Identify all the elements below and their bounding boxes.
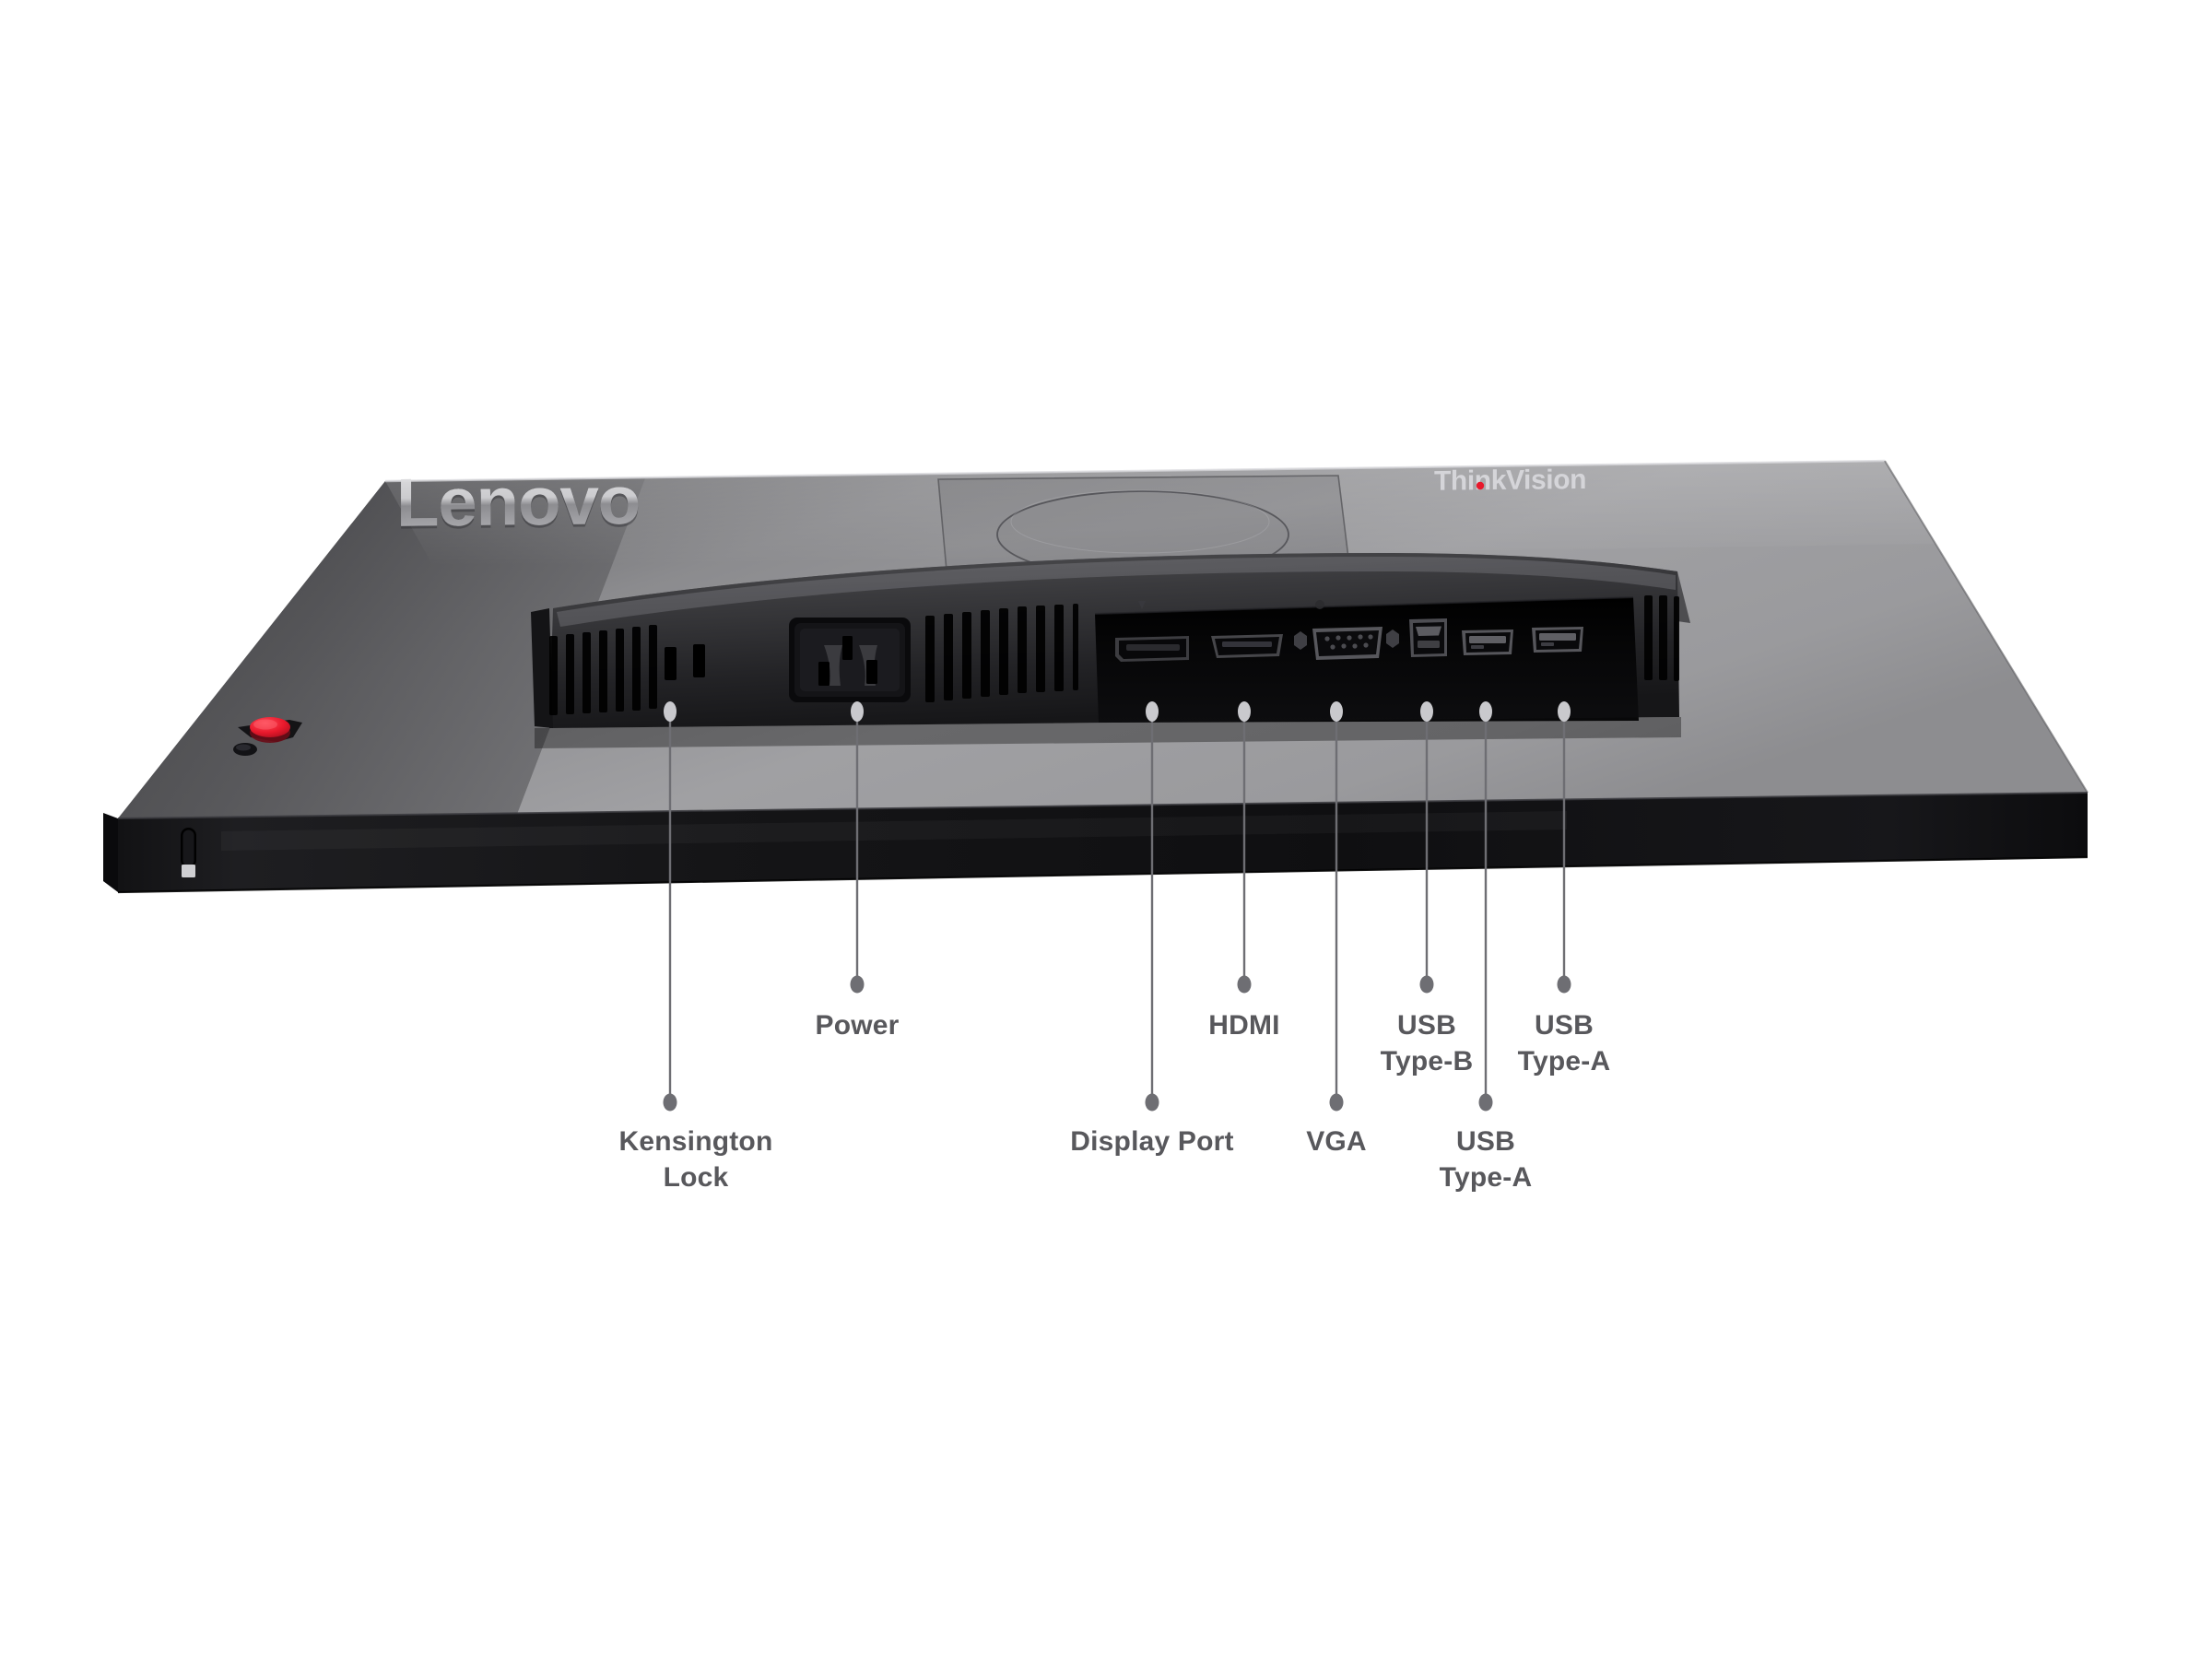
- leader-anchor-kensington-lock: [664, 701, 677, 722]
- leader-dot-usb-type-a-upper: [1557, 975, 1571, 994]
- callout-label-usb-type-a-lower: USB Type-A: [1439, 1126, 1533, 1193]
- leader-anchor-display-port: [1146, 701, 1159, 722]
- leader-anchor-usb-type-a-lower: [1479, 701, 1492, 722]
- callout-label-vga: VGA: [1306, 1126, 1367, 1157]
- thinkvision-logo: ThinkVision: [1434, 465, 1586, 497]
- leader-dot-vga: [1329, 1093, 1344, 1112]
- leader-dot-kensington-lock: [663, 1093, 677, 1112]
- rear-access-holes: [665, 644, 705, 680]
- usb-type-b-connector: [1409, 618, 1447, 657]
- monitor-front-bezel-edge: [117, 792, 2088, 894]
- kensington-lock-slot-icon: [181, 828, 196, 877]
- leader-dot-usb-type-a-lower: [1478, 1093, 1493, 1112]
- callout-label-usb-type-b: USB Type-B: [1380, 1010, 1474, 1077]
- svg-text:ThinkVision: ThinkVision: [1434, 465, 1586, 497]
- vga-connector: [1294, 627, 1399, 660]
- svg-text:Lenovo: Lenovo: [396, 465, 640, 543]
- power-inlet-connector: [789, 618, 911, 702]
- vent-slots-middle: [925, 604, 1078, 702]
- panel-left-edge: [103, 813, 118, 892]
- leader-anchor-hdmi: [1238, 701, 1251, 722]
- usb-type-a-connector-2: [1532, 627, 1583, 653]
- callout-label-power: Power: [815, 1010, 900, 1041]
- callout-label-usb-type-a-upper: USB Type-A: [1517, 1010, 1611, 1077]
- leader-anchor-usb-type-a-upper: [1558, 701, 1571, 722]
- vent-slots-left: [549, 625, 657, 715]
- leader-anchor-usb-type-b: [1420, 701, 1433, 722]
- callout-leader-lines: [663, 701, 1571, 1112]
- hdmi-connector: [1211, 634, 1283, 658]
- leader-anchor-power: [851, 701, 864, 722]
- port-bay: [1094, 596, 1639, 723]
- callout-label-hdmi: HDMI: [1208, 1010, 1280, 1041]
- leader-dot-power: [850, 975, 865, 994]
- svg-text:Lenovo: Lenovo: [396, 462, 640, 540]
- usb-type-a-connector-1: [1462, 629, 1513, 655]
- stand-release-pin: [233, 717, 302, 756]
- svg-text:Lenovo: Lenovo: [396, 462, 640, 540]
- lenovo-logo: Lenovo Lenovo Lenovo: [396, 462, 640, 543]
- displayport-connector: [1115, 636, 1189, 662]
- callout-label-display-port: Display Port: [1070, 1126, 1234, 1157]
- leader-dot-hdmi: [1237, 975, 1252, 994]
- leader-dot-usb-type-b: [1419, 975, 1434, 994]
- leader-dot-display-port: [1145, 1093, 1159, 1112]
- leader-anchor-vga: [1330, 701, 1343, 722]
- vent-slots-right: [1644, 595, 1679, 681]
- callout-label-kensington-lock: Kensington Lock: [618, 1126, 773, 1193]
